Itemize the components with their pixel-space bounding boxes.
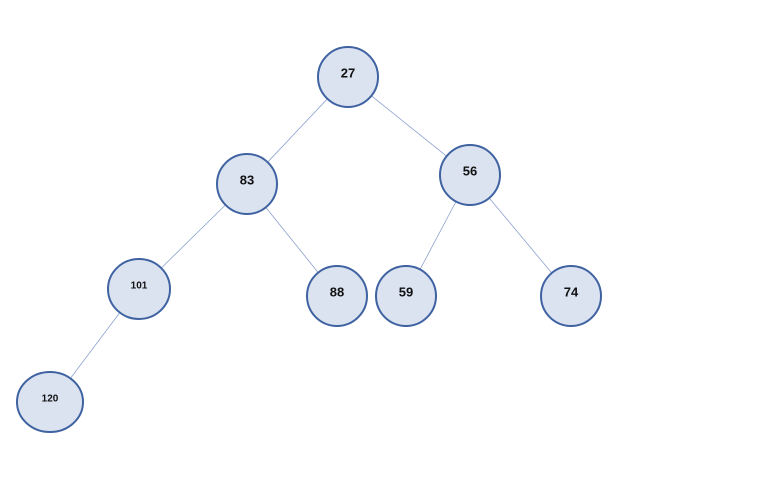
node-label: 59: [399, 284, 413, 299]
edge-56-59: [419, 201, 457, 270]
tree-edges: [70, 95, 553, 379]
node-label: 120: [42, 394, 59, 405]
node-circle: [107, 258, 171, 320]
tree-node-120: 120: [16, 371, 84, 433]
tree-node-74: 74: [540, 265, 602, 327]
node-circle: [216, 153, 278, 215]
node-label: 83: [240, 172, 254, 187]
node-label: 74: [564, 284, 579, 299]
tree-node-83: 83: [216, 153, 278, 215]
tree-node-59: 59: [375, 265, 437, 327]
node-circle: [375, 265, 437, 327]
tree-nodes: 27 83 56 101 88 59 74 120: [16, 46, 602, 433]
edge-83-101: [160, 204, 226, 269]
edge-56-74: [488, 197, 553, 274]
tree-node-56: 56: [439, 144, 501, 206]
edge-27-83: [267, 98, 328, 163]
node-circle: [540, 265, 602, 327]
edge-101-120: [70, 312, 121, 379]
node-circle: [16, 371, 84, 433]
node-circle: [317, 46, 379, 108]
node-label: 101: [131, 281, 148, 292]
node-label: 27: [341, 65, 355, 80]
node-label: 56: [463, 163, 477, 178]
tree-node-27: 27: [317, 46, 379, 108]
tree-node-88: 88: [306, 265, 368, 327]
edge-83-88: [265, 207, 319, 273]
node-circle: [439, 144, 501, 206]
node-circle: [306, 265, 368, 327]
edge-27-56: [371, 95, 447, 157]
node-label: 88: [330, 284, 344, 299]
tree-node-101: 101: [107, 258, 171, 320]
